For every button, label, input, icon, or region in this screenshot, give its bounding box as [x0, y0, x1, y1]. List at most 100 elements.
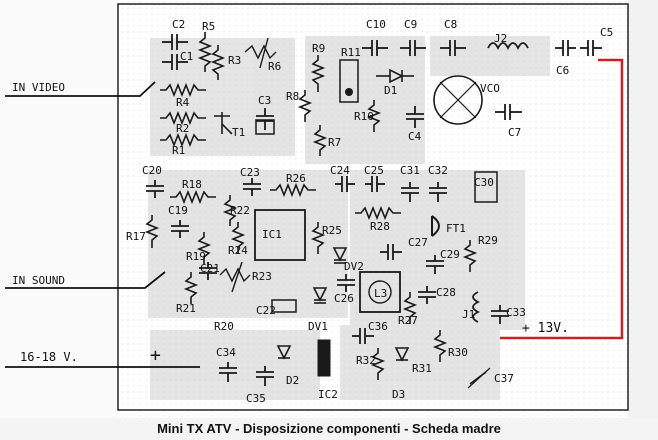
resistor-r24 [230, 222, 246, 254]
resistor-r30 [432, 330, 448, 362]
label-t1: T1 [232, 126, 245, 139]
label-c23: C23 [240, 166, 260, 179]
label-c19: C19 [168, 204, 188, 217]
label-c29: C29 [440, 248, 460, 261]
cap-c31 [401, 182, 419, 202]
fet-ft1 [431, 215, 440, 237]
label-r19: R19 [186, 250, 206, 263]
cap-c20 [146, 180, 164, 198]
resistor-r21 [183, 272, 199, 304]
label-r5: R5 [202, 20, 215, 33]
cap-c25 [365, 176, 385, 192]
diode-d3 [394, 347, 410, 362]
label-j2: J2 [494, 32, 507, 45]
label-r23: R23 [252, 270, 272, 283]
cap-c5 [580, 40, 602, 56]
ic1-chip [254, 209, 306, 261]
label-c6: C6 [556, 64, 569, 77]
trimmer-r23 [219, 267, 251, 283]
label-d2: D2 [286, 374, 299, 387]
resistor-r7 [312, 125, 328, 156]
label-dv1: DV1 [308, 320, 328, 333]
label-r29: R29 [478, 234, 498, 247]
label-c1: C1 [180, 50, 193, 63]
label-ic2: IC2 [318, 388, 338, 401]
label-c36: C36 [368, 320, 388, 333]
power-input-label: 16-18 V. [20, 350, 78, 364]
label-r1: R1 [172, 144, 185, 157]
label-r8: R8 [286, 90, 299, 103]
cap-c6 [555, 40, 576, 56]
label-r9: R9 [312, 42, 325, 55]
label-c9: C9 [404, 18, 417, 31]
cap-c28 [418, 286, 436, 304]
cap-c30-body [474, 171, 498, 203]
coil-l3 [359, 271, 401, 313]
trimmer-r11-wiper [345, 88, 353, 96]
ic2-chip [317, 339, 331, 377]
label-ic1: IC1 [262, 228, 282, 241]
label-d3: D3 [392, 388, 405, 401]
component-labels: C2 C1 R5 R3 R6 R9 R8 R7 R11 R10 R4 R2 R1… [126, 18, 613, 405]
label-r31: R31 [412, 362, 432, 375]
cap-c21 [199, 262, 217, 280]
resistor-r26 [270, 182, 316, 198]
label-c25: C25 [364, 164, 384, 177]
label-j1: J1 [462, 308, 475, 321]
vco-module [433, 75, 483, 125]
diode-d1 [376, 68, 414, 84]
diodes [276, 68, 414, 362]
trimmer-r11-body [339, 59, 359, 103]
cap-c27 [380, 244, 402, 260]
cap-c3-body [255, 119, 275, 135]
trimmers [219, 37, 277, 293]
cap-c35 [256, 366, 274, 386]
cap-c34 [219, 362, 237, 382]
resistor-r10 [366, 100, 382, 132]
diode-dv1 [312, 287, 328, 304]
cap-c26 [337, 274, 355, 292]
cap-c23 [243, 178, 261, 196]
cap-c24 [335, 176, 355, 192]
resistor-r18 [170, 189, 216, 205]
cap-c10 [362, 40, 388, 56]
label-r21: R21 [176, 302, 196, 315]
diode-dv2 [332, 247, 348, 264]
resistor-r9 [310, 55, 326, 92]
board-outline [117, 3, 629, 411]
label-r10: R10 [354, 110, 374, 123]
label-c33: C33 [506, 306, 526, 319]
label-c30: C30 [474, 176, 494, 189]
resistor-r29 [462, 240, 478, 272]
resistor-r17 [144, 215, 160, 248]
plus-sign: + [150, 345, 161, 366]
cap-c22-body [271, 299, 297, 313]
supply-wire-red [500, 58, 624, 340]
label-c22: C22 [256, 304, 276, 317]
coil-j2 [487, 42, 529, 51]
label-r24: R24 [228, 244, 248, 257]
label-c28: C28 [436, 286, 456, 299]
cap-c32 [429, 182, 447, 202]
label-r22: R22 [230, 204, 250, 217]
label-c34: C34 [216, 346, 236, 359]
label-c7: C7 [508, 126, 521, 139]
label-c35: C35 [246, 392, 266, 405]
input-leads [5, 81, 200, 368]
label-dv2: DV2 [344, 260, 364, 273]
label-c10: C10 [366, 18, 386, 31]
label-r26: R26 [286, 172, 306, 185]
label-c31: C31 [400, 164, 420, 177]
label-c24: C24 [330, 164, 350, 177]
label-c27: C27 [408, 236, 428, 249]
label-r4: R4 [176, 96, 190, 109]
resistor-r19 [196, 232, 212, 264]
resistor-bodies [144, 32, 478, 380]
cap-c36 [352, 328, 374, 344]
in-sound-label: IN SOUND [12, 274, 65, 287]
label-r27: R27 [398, 314, 418, 327]
label-r17: R17 [126, 230, 146, 243]
label-c2: C2 [172, 18, 185, 31]
resistor-r28 [355, 205, 401, 221]
cap-c29 [426, 255, 444, 274]
